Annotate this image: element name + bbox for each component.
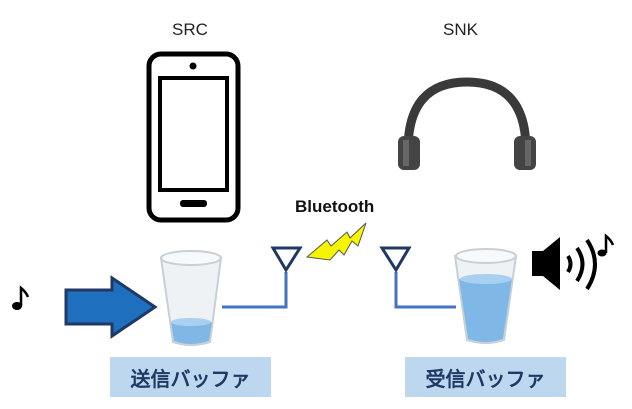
smartphone-icon: [146, 51, 241, 223]
lightning-icon: [305, 222, 367, 261]
music-note-icon: [597, 233, 615, 257]
arrow-right-icon: [64, 275, 158, 339]
antenna-icon: [270, 246, 303, 273]
wire-send: [222, 272, 288, 309]
glass-icon: [159, 250, 223, 346]
wire-receive: [394, 272, 456, 309]
snk-label: SNK: [443, 20, 478, 39]
headphones-icon: [398, 77, 536, 170]
send-buffer-label: 送信バッファ: [110, 357, 271, 397]
src-label: SRC: [172, 20, 208, 39]
speaker-icon: [532, 237, 597, 291]
glass-icon: [453, 248, 518, 344]
antenna-icon: [379, 246, 412, 273]
receive-buffer-label: 受信バッファ: [405, 357, 566, 397]
bluetooth-label: Bluetooth: [295, 197, 375, 216]
music-note-icon: [12, 285, 30, 310]
